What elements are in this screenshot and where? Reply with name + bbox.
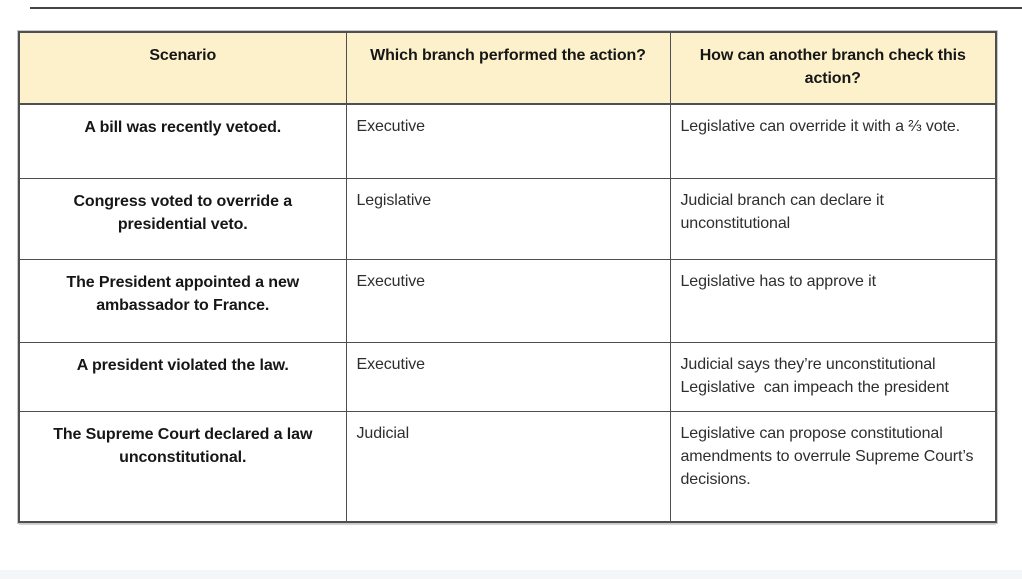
scenario-cell: A president violated the law. (18, 341, 347, 412)
column-header-check: How can another branch check this action… (669, 31, 997, 105)
column-header-scenario: Scenario (18, 31, 347, 105)
check-cell: Legislative can override it with a ⅔ vot… (669, 103, 997, 179)
table-row: A bill was recently vetoed. Executive Le… (18, 103, 997, 179)
check-cell: Judicial branch can declare it unconstit… (669, 177, 997, 260)
branch-cell: Executive (345, 103, 671, 179)
branch-cell: Judicial (345, 410, 671, 523)
check-cell: Legislative can propose constitutional a… (669, 410, 997, 523)
table-row: Congress voted to override a presidentia… (18, 177, 997, 260)
scenario-cell: The Supreme Court declared a law unconst… (18, 410, 347, 523)
checks-and-balances-table: Scenario Which branch performed the acti… (18, 31, 997, 523)
top-divider-line (30, 7, 1022, 9)
branch-cell: Executive (345, 341, 671, 412)
check-cell: Judicial says they’re unconstitutional L… (669, 341, 997, 412)
bottom-band (0, 570, 1022, 579)
scenario-cell: Congress voted to override a presidentia… (18, 177, 347, 260)
branch-cell: Legislative (345, 177, 671, 260)
table-row: A president violated the law. Executive … (18, 341, 997, 412)
header-row: Scenario Which branch performed the acti… (18, 31, 997, 105)
table-row: The President appointed a new ambassador… (18, 258, 997, 343)
column-header-branch: Which branch performed the action? (345, 31, 671, 105)
scenario-cell: A bill was recently vetoed. (18, 103, 347, 179)
scenario-cell: The President appointed a new ambassador… (18, 258, 347, 343)
branch-cell: Executive (345, 258, 671, 343)
check-cell: Legislative has to approve it (669, 258, 997, 343)
table-row: The Supreme Court declared a law unconst… (18, 410, 997, 523)
